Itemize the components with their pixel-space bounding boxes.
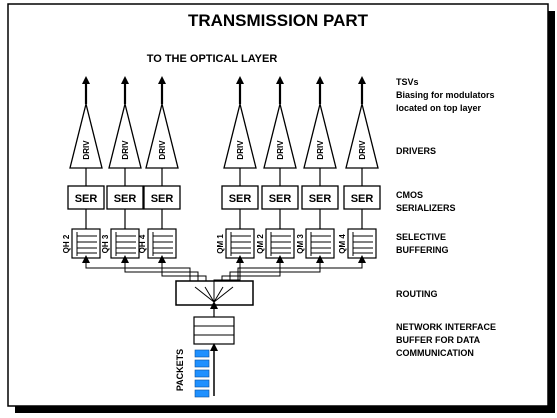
driver-label: DRIV <box>276 140 285 160</box>
label-tsv-top-layer: located on top layer <box>396 103 482 113</box>
packet <box>194 379 210 388</box>
routing-wire <box>158 255 207 281</box>
queue-buffer <box>305 228 335 259</box>
driver-label: DRIV <box>236 140 245 160</box>
packet <box>194 349 210 358</box>
queue-label: QH 2 <box>62 234 71 253</box>
label-cmos: CMOS <box>396 190 423 200</box>
column-qm-1: DRIV SER QM 1 <box>213 76 259 281</box>
column-qm-3: DRIV SER QM 3 <box>229 76 339 281</box>
column-qm-4: DRIV SER QM 4 <box>237 76 381 281</box>
queue-label: QH 3 <box>101 234 110 253</box>
label-drivers: DRIVERS <box>396 146 436 156</box>
routing-wire <box>82 255 191 281</box>
driver-label: DRIV <box>358 140 367 160</box>
packet <box>194 359 210 368</box>
optical-layer-label: TO THE OPTICAL LAYER <box>147 53 278 65</box>
queue-label: QM 3 <box>296 234 305 254</box>
column-qh-3: DRIV SER QH 3 <box>101 76 199 281</box>
label-communication: COMMUNICATION <box>396 348 474 358</box>
transmission-columns: DRIV SER QH 2 DRIV SER QH 3 DRIV SER QH 4 DRIV SER… <box>62 76 381 281</box>
packet <box>194 369 210 378</box>
driver-label: DRIV <box>316 140 325 160</box>
column-qh-4: DRIV SER QH 4 <box>138 76 207 281</box>
serializer-label: SER <box>114 193 137 205</box>
label-buffer-data: BUFFER FOR DATA <box>396 335 481 345</box>
serializer-label: SER <box>229 193 252 205</box>
column-qh-2: DRIV SER QH 2 <box>62 76 191 281</box>
routing-wire <box>237 255 366 281</box>
label-routing: ROUTING <box>396 289 438 299</box>
queue-buffer <box>71 228 101 259</box>
queue-buffer <box>147 228 177 259</box>
packet-blocks <box>194 349 210 398</box>
driver-label: DRIV <box>82 140 91 160</box>
queue-buffer <box>265 228 295 259</box>
label-selective: SELECTIVE <box>396 232 446 242</box>
routing-wire <box>229 255 324 281</box>
label-network-interface: NETWORK INTERFACE <box>396 322 496 332</box>
queue-buffer <box>347 228 377 259</box>
queue-label: QH 4 <box>138 234 147 253</box>
label-tsvs: TSVs <box>396 77 419 87</box>
packet-stream: PACKETS <box>175 343 218 398</box>
serializer-label: SER <box>351 193 374 205</box>
queue-buffer <box>110 228 140 259</box>
driver-label: DRIV <box>158 140 167 160</box>
label-serializers: SERIALIZERS <box>396 203 456 213</box>
packets-label: PACKETS <box>175 349 185 391</box>
serializer-label: SER <box>269 193 292 205</box>
stage-labels: TSVs Biasing for modulators located on t… <box>396 77 496 358</box>
label-tsv-biasing: Biasing for modulators <box>396 90 495 100</box>
driver-label: DRIV <box>121 140 130 160</box>
queue-label: QM 1 <box>216 234 225 254</box>
packet <box>194 389 210 398</box>
queue-buffer <box>225 228 255 259</box>
routing-block <box>175 280 254 306</box>
queue-label: QM 2 <box>256 234 265 254</box>
slide-title: TRANSMISSION PART <box>188 11 369 30</box>
queue-label: QM 4 <box>338 234 347 254</box>
column-qm-2: DRIV SER QM 2 <box>221 76 299 281</box>
serializer-label: SER <box>309 193 332 205</box>
serializer-label: SER <box>75 193 98 205</box>
label-buffering: BUFFERING <box>396 245 449 255</box>
serializer-label: SER <box>151 193 174 205</box>
